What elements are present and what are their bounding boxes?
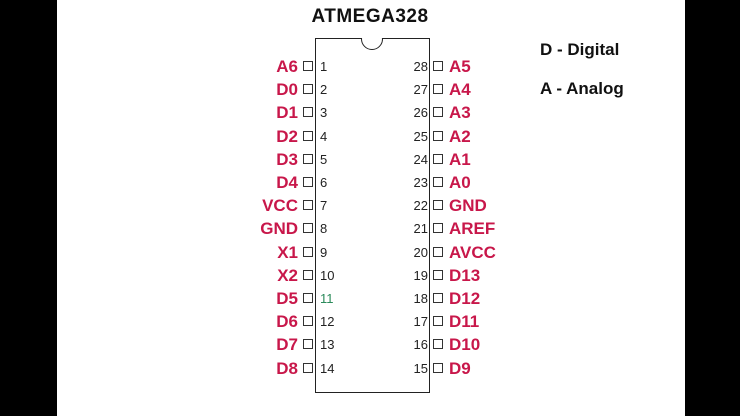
pin-box-left bbox=[303, 246, 313, 257]
pin-box-left bbox=[303, 362, 313, 373]
pin-box-right bbox=[433, 246, 443, 257]
pin-box-left bbox=[303, 269, 313, 280]
pin-number-right: 19 bbox=[413, 267, 428, 283]
pin-label-left: D4 bbox=[276, 173, 298, 192]
pin-number-left: 8 bbox=[320, 221, 328, 237]
legend-analog: A - Analog bbox=[540, 79, 624, 98]
pin-number-left: 9 bbox=[320, 244, 328, 260]
chip-body bbox=[315, 38, 430, 393]
pin-number-right: 21 bbox=[413, 221, 428, 237]
pin-box-left bbox=[303, 339, 313, 350]
pin-number-right: 28 bbox=[413, 59, 428, 74]
pin-box-right bbox=[433, 153, 443, 164]
pin-box-right bbox=[433, 269, 443, 280]
pin-number-right: 16 bbox=[413, 337, 428, 353]
pin-number-right: 20 bbox=[413, 244, 428, 260]
pin-label-right: D13 bbox=[449, 265, 481, 285]
pin-box-left bbox=[303, 293, 313, 303]
pin-box-left bbox=[303, 316, 313, 327]
pin-number-right: 26 bbox=[413, 105, 428, 121]
pin-box-right bbox=[433, 84, 443, 95]
pin-number-right: 27 bbox=[413, 82, 428, 98]
pin-number-left: 5 bbox=[320, 151, 328, 167]
pin-label-right: AVCC bbox=[449, 242, 496, 262]
pin-box-left bbox=[303, 84, 313, 95]
pin-label-right: A2 bbox=[449, 126, 471, 146]
pin-box-right bbox=[433, 61, 443, 71]
pin-label-left: D5 bbox=[276, 289, 298, 308]
pin-number-left: 2 bbox=[320, 82, 328, 98]
pin-box-left bbox=[303, 153, 313, 164]
pin-label-right: D9 bbox=[449, 358, 471, 378]
pin-label-left: D0 bbox=[276, 80, 298, 100]
pin-label-left: X1 bbox=[277, 242, 298, 262]
chip-title: ATMEGA328 bbox=[311, 6, 429, 27]
pin-number-right: 18 bbox=[413, 291, 428, 306]
pin-label-right: A1 bbox=[449, 149, 471, 169]
pin-number-right: 17 bbox=[413, 314, 428, 330]
pin-label-left: X2 bbox=[277, 265, 298, 285]
pin-box-right bbox=[433, 339, 443, 350]
pin-box-right bbox=[433, 107, 443, 118]
pin-box-left bbox=[303, 130, 313, 141]
pin-label-right: D11 bbox=[449, 312, 480, 332]
pin-label-right: D10 bbox=[449, 335, 481, 355]
pin-label-right: AREF bbox=[449, 219, 496, 239]
pin-box-left bbox=[303, 177, 313, 187]
pin-box-right bbox=[433, 293, 443, 303]
pin-label-right: A0 bbox=[449, 173, 471, 192]
pin-number-right: 15 bbox=[413, 360, 428, 376]
pin-number-right: 23 bbox=[413, 175, 428, 190]
pin-label-right: A3 bbox=[449, 103, 471, 123]
pin-number-left: 3 bbox=[320, 105, 328, 121]
pin-box-left bbox=[303, 107, 313, 118]
pin-label-left: D7 bbox=[276, 335, 298, 355]
pin-number-right: 22 bbox=[413, 198, 428, 214]
pin-label-right: A4 bbox=[449, 80, 471, 100]
pin-box-right bbox=[433, 177, 443, 187]
pin-number-right: 24 bbox=[413, 151, 428, 167]
pin-label-right: A5 bbox=[449, 57, 471, 76]
pin-box-left bbox=[303, 200, 313, 211]
pin-box-right bbox=[433, 200, 443, 211]
pin-number-right: 25 bbox=[413, 128, 428, 144]
pin-label-left: D2 bbox=[276, 126, 298, 146]
pin-number-left: 13 bbox=[320, 337, 335, 353]
pin-box-right bbox=[433, 223, 443, 234]
pin-label-right: GND bbox=[449, 196, 487, 216]
pin-label-left: VCC bbox=[262, 196, 298, 216]
pin-label-left: D3 bbox=[276, 149, 298, 169]
pin-number-left: 1 bbox=[320, 59, 328, 74]
pin-label-left: GND bbox=[260, 219, 298, 239]
pin-box-left bbox=[303, 223, 313, 234]
pin-label-left: D8 bbox=[276, 358, 298, 378]
pin-label-left: D6 bbox=[276, 312, 298, 332]
pin-number-left: 11 bbox=[320, 291, 334, 306]
pin-number-left: 6 bbox=[320, 175, 328, 190]
pin-label-right: D12 bbox=[449, 289, 481, 308]
legend-digital: D - Digital bbox=[540, 40, 620, 59]
pin-number-left: 4 bbox=[320, 128, 328, 144]
pin-number-left: 10 bbox=[320, 267, 335, 283]
pin-number-left: 12 bbox=[320, 314, 335, 330]
pin-number-left: 7 bbox=[320, 198, 328, 214]
pin-box-right bbox=[433, 130, 443, 141]
pin-box-right bbox=[433, 316, 443, 327]
pin-box-right bbox=[433, 362, 443, 373]
pin-label-left: A6 bbox=[276, 57, 298, 76]
pin-label-left: D1 bbox=[276, 103, 298, 123]
pin-number-left: 14 bbox=[320, 360, 335, 376]
pin-box-left bbox=[303, 61, 313, 71]
